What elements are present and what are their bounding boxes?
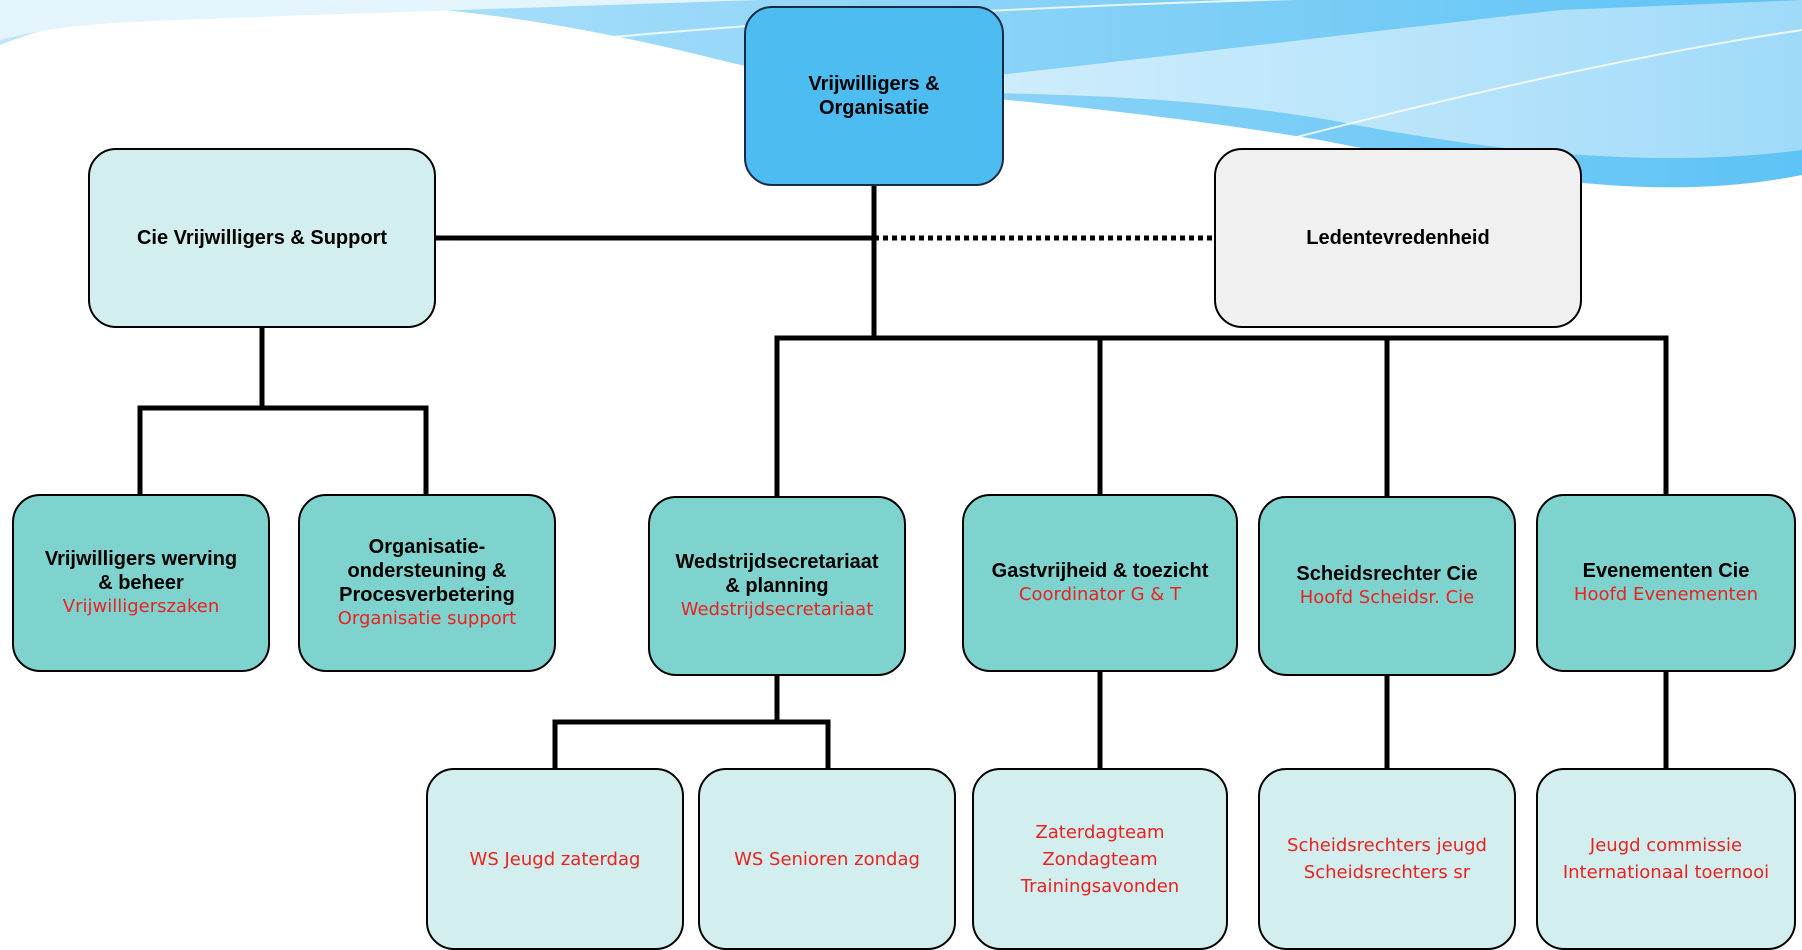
root-title-line1: Vrijwilligers &	[808, 73, 940, 95]
right-branch-node: Ledentevredenheid	[1214, 148, 1582, 328]
leaf-line: Jeugd commissie	[1589, 835, 1743, 856]
left-child-node: Vrijwilligers werving & beheer Vrijwilli…	[12, 494, 270, 672]
leaf-line: Trainingsavonden	[1020, 875, 1180, 897]
left-branch-title: Cie Vrijwilligers & Support	[136, 227, 388, 249]
node-subtitle: Organisatie support	[337, 608, 517, 630]
left-child-node: Organisatie- ondersteuning & Procesverbe…	[298, 494, 556, 672]
node-title-line: Gastvrijheid & toezicht	[991, 560, 1209, 583]
node-title-line: Evenementen Cie	[1582, 560, 1750, 583]
right-branch-title: Ledentevredenheid	[1306, 227, 1490, 249]
left-branch-node: Cie Vrijwilligers & Support	[88, 148, 436, 328]
node-subtitle: Vrijwilligerszaken	[62, 596, 220, 618]
leaf-node: WS Jeugd zaterdag	[426, 768, 684, 950]
node-title-line: Scheidsrechter Cie	[1296, 563, 1478, 586]
node-title-line: Procesverbetering	[339, 584, 515, 607]
leaf-node: WS Senioren zondag	[698, 768, 956, 950]
root-title-line2: Organisatie	[818, 97, 930, 119]
node-subtitle: Wedstrijdsecretariaat	[680, 599, 874, 621]
leaf-line: Internationaal toernooi	[1562, 862, 1770, 883]
node-title-line: & planning	[725, 575, 829, 598]
leaf-line: WS Senioren zondag	[734, 848, 920, 870]
leaf-line: Scheidsrechters jeugd	[1287, 835, 1487, 856]
leaf-line: Zondagteam	[1042, 848, 1158, 870]
node-title-line: Organisatie-	[368, 536, 486, 559]
node-title-line: ondersteuning &	[347, 560, 507, 583]
node-subtitle: Coordinator G & T	[1018, 584, 1182, 606]
committee-node: Scheidsrechter Cie Hoofd Scheidsr. Cie	[1258, 496, 1516, 676]
node-subtitle: Hoofd Scheidsr. Cie	[1299, 587, 1475, 609]
leaf-line: WS Jeugd zaterdag	[469, 848, 641, 870]
committee-node: Evenementen Cie Hoofd Evenementen	[1536, 494, 1796, 672]
node-title-line: Wedstrijdsecretariaat	[675, 551, 879, 574]
node-title-line: & beheer	[98, 572, 184, 595]
committee-node: Wedstrijdsecretariaat & planning Wedstri…	[648, 496, 906, 676]
root-node: Vrijwilligers & Organisatie	[744, 6, 1004, 186]
committee-node: Gastvrijheid & toezicht Coordinator G & …	[962, 494, 1238, 672]
leaf-node: Scheidsrechters jeugd Scheidsrechters sr	[1258, 768, 1516, 950]
leaf-node: Zaterdagteam Zondagteam Trainingsavonden	[972, 768, 1228, 950]
node-subtitle: Hoofd Evenementen	[1573, 584, 1759, 606]
leaf-line: Zaterdagteam	[1035, 821, 1165, 843]
node-title-line: Vrijwilligers werving	[44, 548, 238, 571]
leaf-node: Jeugd commissie Internationaal toernooi	[1536, 768, 1796, 950]
leaf-line: Scheidsrechters sr	[1303, 862, 1471, 883]
